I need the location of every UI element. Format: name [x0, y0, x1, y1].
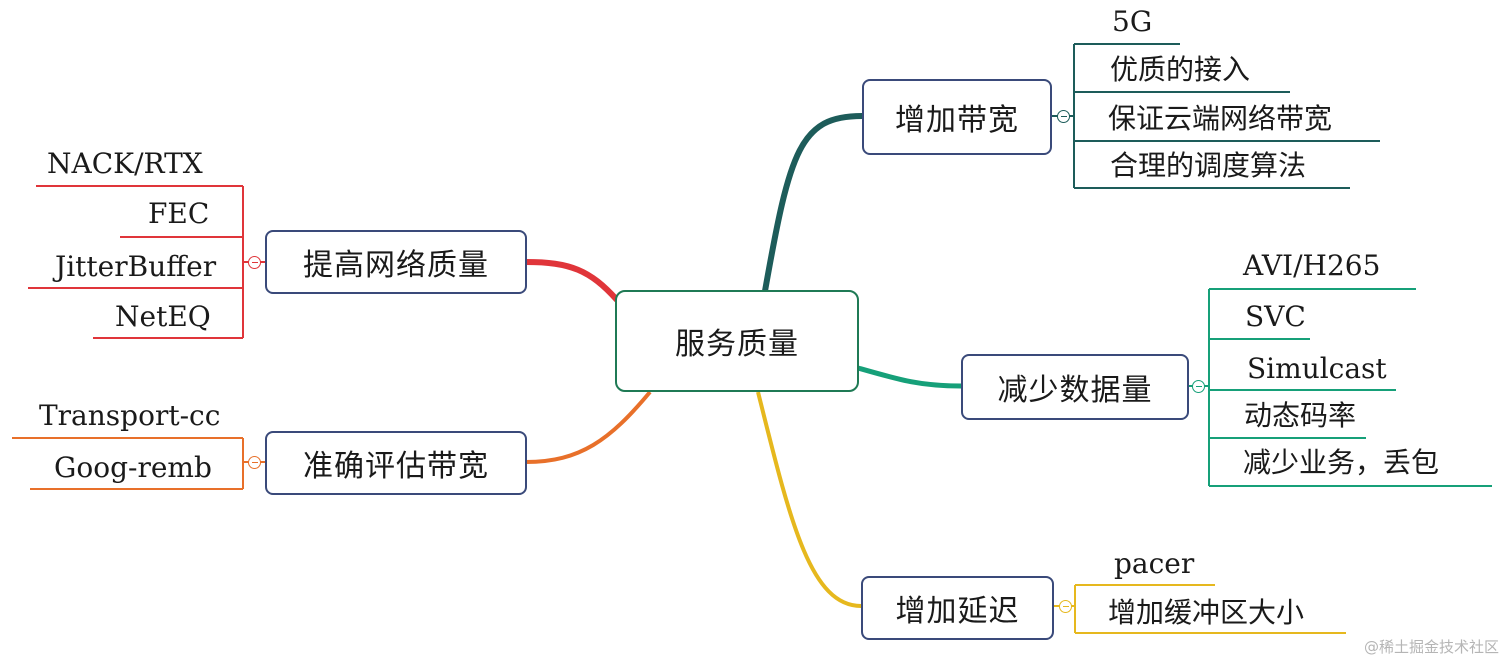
collapse-toggle-icon[interactable]: [248, 456, 261, 469]
branch-label: 减少数据量: [997, 373, 1153, 408]
collapse-toggle-icon[interactable]: [1057, 110, 1070, 123]
collapse-toggle-icon[interactable]: [248, 256, 261, 269]
leaf-node[interactable]: Goog-remb: [54, 451, 212, 484]
branch-node-estimate-bandwidth[interactable]: 准确评估带宽: [265, 431, 527, 495]
collapse-toggle-icon[interactable]: [1192, 380, 1205, 393]
branch-node-increase-delay[interactable]: 增加延迟: [861, 576, 1054, 640]
watermark: @稀土掘金技术社区: [1363, 638, 1499, 656]
leaf-node[interactable]: 合理的调度算法: [1110, 149, 1307, 182]
leaf-node[interactable]: AVI/H265: [1243, 249, 1381, 282]
leaf-node[interactable]: 保证云端网络带宽: [1108, 102, 1333, 135]
branch-label: 准确评估带宽: [303, 449, 489, 484]
center-label: 服务质量: [675, 327, 799, 362]
leaf-node[interactable]: Transport-cc: [39, 399, 221, 432]
leaf-node[interactable]: JitterBuffer: [55, 250, 217, 283]
leaf-node[interactable]: 5G: [1112, 5, 1153, 38]
branch-node-network-quality[interactable]: 提高网络质量: [265, 230, 527, 294]
branch-label: 提高网络质量: [303, 248, 489, 283]
leaf-node[interactable]: pacer: [1114, 547, 1195, 580]
leaf-node[interactable]: SVC: [1245, 300, 1306, 333]
branch-node-reduce-data[interactable]: 减少数据量: [961, 354, 1189, 420]
branch-label: 增加延迟: [895, 594, 1020, 629]
leaf-node[interactable]: 动态码率: [1244, 399, 1357, 432]
leaf-node[interactable]: 优质的接入: [1110, 53, 1251, 86]
leaf-node[interactable]: NACK/RTX: [47, 147, 203, 180]
leaf-node[interactable]: NetEQ: [115, 300, 211, 333]
leaf-node[interactable]: 增加缓冲区大小: [1108, 596, 1305, 629]
collapse-toggle-icon[interactable]: [1059, 600, 1072, 613]
leaf-node[interactable]: FEC: [148, 197, 210, 230]
center-node[interactable]: 服务质量: [615, 290, 859, 392]
branch-label: 增加带宽: [895, 103, 1019, 138]
leaf-node[interactable]: 减少业务，丢包: [1243, 446, 1440, 479]
branch-node-bandwidth-up[interactable]: 增加带宽: [862, 79, 1052, 155]
leaf-node[interactable]: Simulcast: [1247, 352, 1387, 385]
